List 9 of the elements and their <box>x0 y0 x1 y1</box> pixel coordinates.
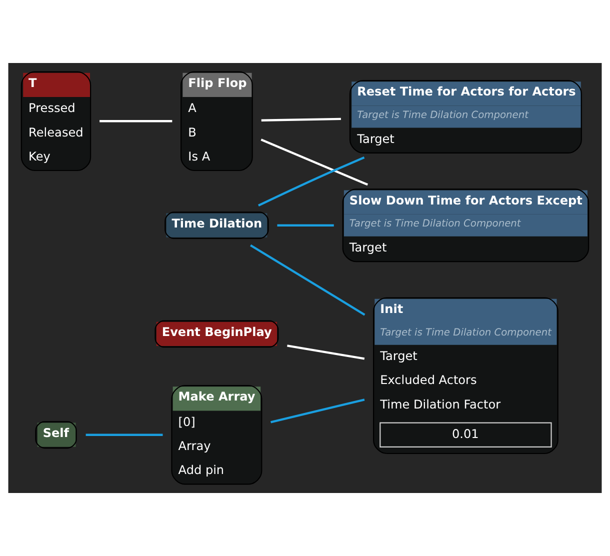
connector <box>287 344 365 360</box>
connector <box>270 398 365 424</box>
connector <box>250 244 366 316</box>
connector <box>261 118 341 122</box>
connector <box>260 138 368 186</box>
connector <box>277 224 334 226</box>
connector <box>86 434 163 436</box>
connector <box>100 120 172 122</box>
connector <box>258 156 365 207</box>
